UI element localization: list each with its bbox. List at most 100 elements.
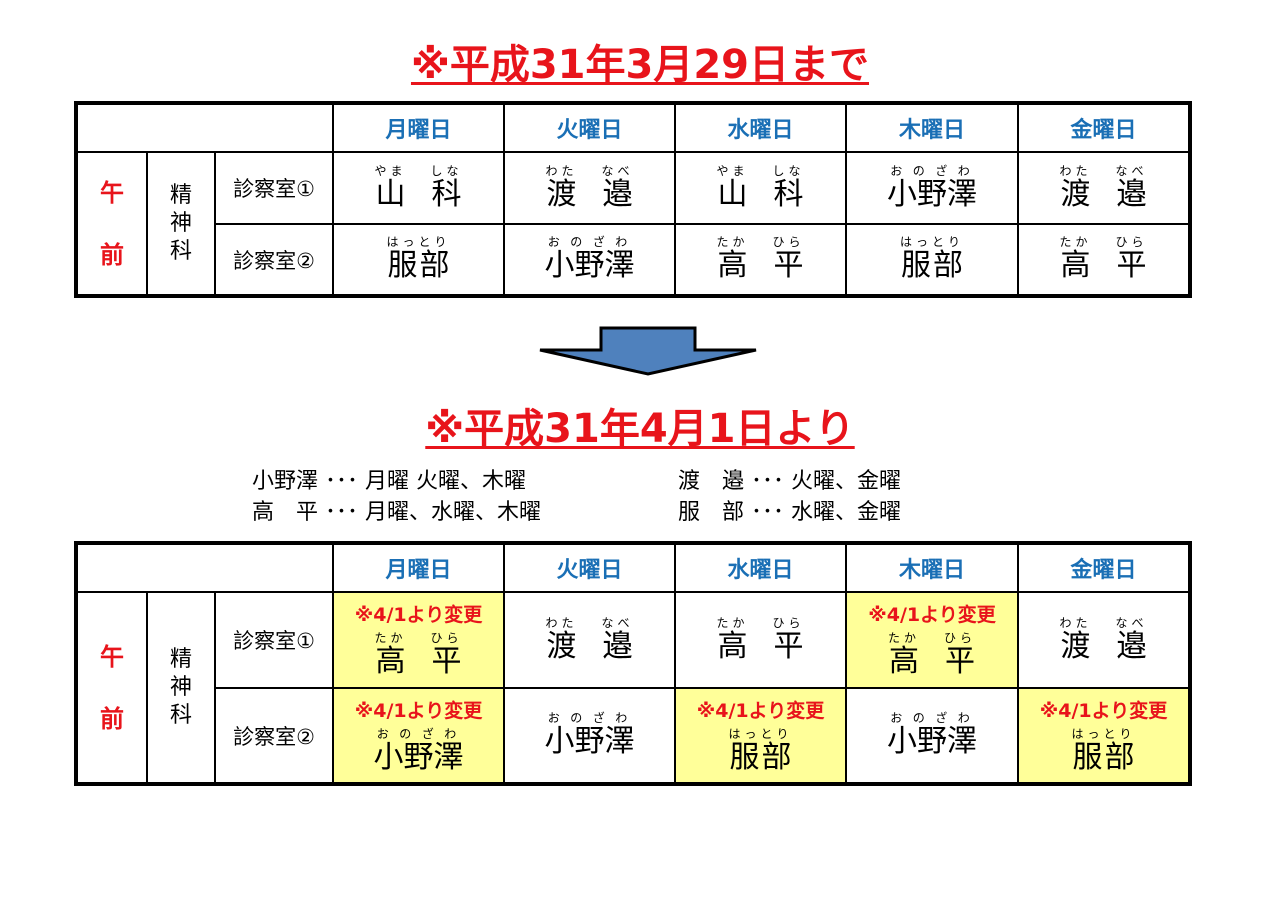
- day-header: 月曜日: [332, 542, 505, 593]
- schedule-cell: 山やま科しな: [332, 151, 505, 225]
- doctor-name: 小野澤おのざわ: [544, 235, 635, 283]
- furigana: たか: [374, 631, 407, 645]
- kanji: 平: [1115, 248, 1148, 283]
- am-char: 午: [100, 178, 124, 207]
- summary-line: 小野澤 ･･･ 月曜 火曜、木曜: [252, 469, 526, 494]
- name-ruby: 邉なべ: [601, 164, 634, 212]
- name-ruby: 平ひら: [430, 631, 462, 679]
- furigana: ひら: [430, 631, 463, 645]
- doctor-name: 高たか平ひら: [888, 631, 976, 679]
- kanji: 邉: [601, 628, 634, 664]
- change-note: ※4/1より変更: [1039, 699, 1168, 722]
- am-char: 午: [100, 642, 124, 671]
- furigana: おのざわ: [544, 235, 635, 249]
- change-note: ※4/1より変更: [354, 604, 483, 626]
- summary-line: 服 部 ･･･ 水曜、金曜: [678, 500, 901, 525]
- name-ruby: 服部はっとり: [899, 235, 964, 283]
- doctor-name: 渡わた 邉なべ: [1059, 164, 1147, 212]
- kanji: 邉: [601, 176, 634, 212]
- name-ruby: 邉なべ: [1115, 164, 1147, 212]
- table-row: 診察室②※4/1より変更小野澤おのざわ小野澤おのざわ※4/1より変更服部はっとり…: [76, 687, 1191, 785]
- corner-cell: [75, 102, 334, 153]
- furigana: わた: [1059, 163, 1092, 178]
- dept-char: 科: [169, 238, 192, 264]
- name-ruby: 邉なべ: [1115, 616, 1148, 664]
- kanji: 小野澤: [544, 248, 635, 283]
- name-ruby: 山やま: [716, 164, 749, 212]
- kanji: 服部: [728, 739, 793, 775]
- summary-left: 小野澤 ･･･ 月曜 火曜、木曜高 平 ･･･ 月曜、水曜、木曜: [252, 466, 541, 528]
- schedule-cell: ※4/1より変更高たか平ひら: [332, 591, 505, 689]
- day-header: 水曜日: [674, 542, 847, 593]
- kanji: 高: [1059, 248, 1092, 283]
- name-ruby: 平ひら: [772, 616, 804, 664]
- furigana: はっとり: [899, 235, 964, 249]
- dept-char: 神: [169, 210, 192, 236]
- corner-cell: [75, 542, 334, 593]
- room-label: 診察室①: [214, 591, 334, 689]
- schedule-cell: 小野澤おのざわ: [503, 687, 676, 785]
- furigana: わた: [1059, 615, 1092, 630]
- name-ruby: 科しな: [430, 164, 463, 212]
- furigana: ひら: [772, 235, 805, 249]
- kanji: 平: [772, 248, 805, 283]
- furigana: しな: [430, 163, 463, 178]
- name-ruby: 平ひら: [944, 631, 976, 679]
- room-label: 診察室②: [214, 687, 334, 785]
- kanji: 渡: [1059, 628, 1092, 664]
- doctor-name: 小野澤おのざわ: [373, 727, 464, 775]
- name-ruby: 小野澤おのざわ: [887, 711, 977, 759]
- schedule-cell: 服部はっとり: [332, 223, 505, 297]
- day-header: 木曜日: [845, 102, 1019, 153]
- kanji: 邉: [1115, 628, 1148, 664]
- kanji: 山: [716, 176, 749, 212]
- day-header: 火曜日: [503, 102, 676, 153]
- schedule-cell: 小野澤おのざわ: [845, 687, 1019, 785]
- title-after: ※平成31年4月1日より: [0, 396, 1280, 454]
- furigana: わた: [545, 163, 578, 178]
- furigana: なべ: [601, 615, 634, 630]
- kanji: 渡: [545, 176, 578, 212]
- doctor-name: 小野澤おのざわ: [887, 711, 977, 759]
- kanji: 渡: [1059, 176, 1092, 212]
- schedule-cell: 高たか平ひら: [1017, 223, 1191, 297]
- furigana: おのざわ: [373, 726, 464, 741]
- name-ruby: 服部はっとり: [728, 727, 793, 775]
- am-label: 午前: [75, 151, 148, 297]
- name-ruby: 高たか: [374, 631, 406, 679]
- day-header: 金曜日: [1017, 102, 1191, 153]
- kanji: 科: [430, 176, 463, 212]
- kanji: 小野澤: [544, 724, 635, 759]
- schedule-cell: 小野澤おのざわ: [503, 223, 676, 297]
- table-row: 午前精神科診察室①※4/1より変更高たか平ひら渡わた邉なべ高たか平ひら※4/1よ…: [75, 591, 1191, 785]
- doctor-name: 服部はっとり: [728, 727, 793, 775]
- schedule-cell: 高たか平ひら: [674, 591, 847, 689]
- furigana: しな: [772, 163, 805, 178]
- furigana: おのざわ: [887, 163, 977, 178]
- furigana: ひら: [1115, 235, 1148, 249]
- name-ruby: 小野澤おのざわ: [887, 164, 977, 212]
- doctor-name: 服部はっとり: [1071, 727, 1135, 775]
- doctor-name: 高たか平ひら: [716, 235, 805, 283]
- dept-char: 精: [169, 646, 192, 672]
- doctor-name: 高たか平ひら: [716, 616, 804, 664]
- name-ruby: 服部はっとり: [1071, 727, 1135, 775]
- doctor-name: 高たか平ひら: [1059, 235, 1148, 283]
- day-header: 月曜日: [332, 102, 505, 153]
- name-ruby: 山やま: [374, 164, 406, 212]
- change-note: ※4/1より変更: [696, 699, 825, 722]
- furigana: たか: [716, 235, 749, 249]
- kanji: 小野澤: [373, 739, 464, 775]
- doctor-name: 山やま科しな: [374, 164, 463, 212]
- name-ruby: 小野澤おのざわ: [373, 727, 464, 775]
- kanji: 科: [772, 176, 805, 212]
- day-header: 水曜日: [674, 102, 847, 153]
- kanji: 服部: [899, 248, 964, 283]
- department-label: 精神科: [146, 151, 216, 297]
- furigana: なべ: [1115, 163, 1148, 178]
- schedule-cell: 高たか平ひら: [674, 223, 847, 297]
- title-before: ※平成31年3月29日まで: [0, 32, 1280, 90]
